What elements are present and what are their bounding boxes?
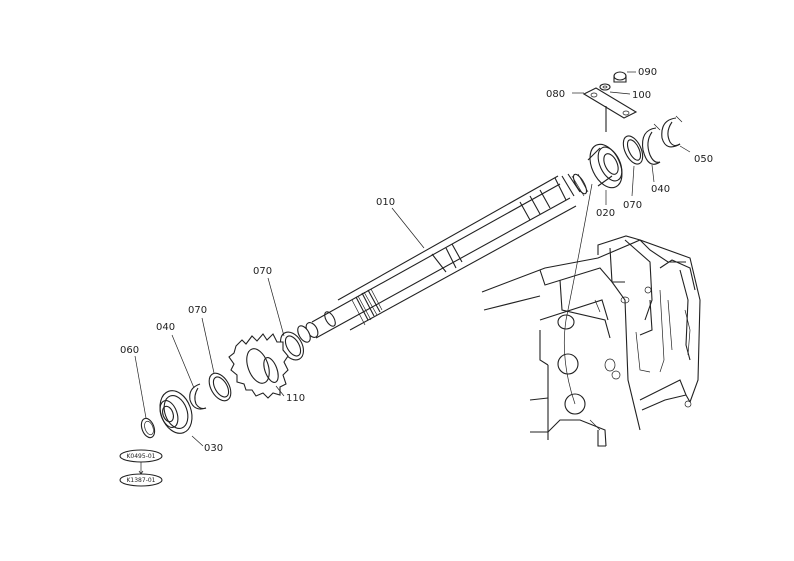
callout-030: 030 bbox=[204, 443, 223, 454]
cross-references: K0495-01 K1387-01 bbox=[119, 449, 163, 487]
washer-070-left bbox=[208, 372, 232, 402]
gear-110 bbox=[228, 333, 289, 399]
circlip-040-left bbox=[189, 383, 207, 410]
main-shaft bbox=[297, 173, 589, 343]
callout-060: 060 bbox=[120, 345, 139, 356]
bearing-030 bbox=[159, 390, 193, 434]
callout-labels: 010 020 030 040 040 050 060 070 070 070 … bbox=[120, 67, 713, 454]
callout-050: 050 bbox=[694, 154, 713, 165]
callout-100: 100 bbox=[632, 90, 651, 101]
circlip-050 bbox=[661, 115, 683, 148]
reference-oval-2[interactable] bbox=[119, 473, 163, 487]
bolt-090 bbox=[613, 71, 627, 83]
circlip-040-right bbox=[641, 123, 661, 165]
bearing-020 bbox=[587, 143, 623, 189]
callout-070-left: 070 bbox=[188, 305, 207, 316]
callout-070-middle: 070 bbox=[253, 266, 272, 277]
assembly-guide-line bbox=[563, 183, 593, 405]
transmission-housing bbox=[481, 235, 701, 447]
callout-020: 020 bbox=[596, 208, 615, 219]
callout-110: 110 bbox=[286, 393, 305, 404]
washer-100 bbox=[599, 83, 611, 91]
lock-plate-080 bbox=[582, 87, 638, 132]
washer-070-right bbox=[622, 135, 644, 165]
reference-link-arrow bbox=[138, 462, 144, 475]
callout-090: 090 bbox=[638, 67, 657, 78]
reference-label-1: K0495-01 bbox=[126, 453, 155, 460]
reference-label-2: K1387-01 bbox=[126, 477, 155, 484]
circlip-060 bbox=[140, 417, 156, 439]
callout-070-right: 070 bbox=[623, 200, 642, 211]
callout-040-right: 040 bbox=[651, 184, 670, 195]
callout-080: 080 bbox=[546, 89, 565, 100]
leader-lines bbox=[134, 71, 691, 447]
callout-040-left: 040 bbox=[156, 322, 175, 333]
callout-010: 010 bbox=[376, 197, 395, 208]
